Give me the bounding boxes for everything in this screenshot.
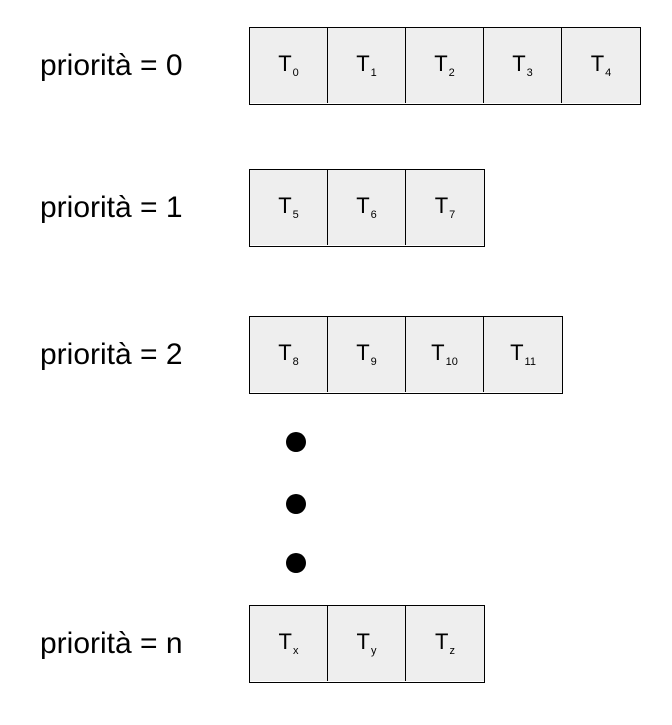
task-cell: T5 — [250, 170, 328, 245]
task-label: T4 — [590, 50, 612, 79]
task-cell: Ty — [328, 606, 406, 681]
task-cell: Tz — [406, 606, 484, 681]
task-label: T1 — [356, 50, 377, 79]
task-label: T10 — [431, 339, 458, 368]
task-label: T7 — [434, 192, 456, 221]
task-cell: T11 — [484, 317, 562, 392]
task-queue: T8 T9 T10 T11 — [249, 316, 563, 394]
task-cell: Tx — [250, 606, 328, 681]
task-cell: T9 — [328, 317, 406, 392]
task-queue: T5 T6 T7 — [249, 169, 485, 247]
task-label: Ty — [356, 628, 377, 657]
task-label: T6 — [356, 192, 377, 221]
task-cell: T10 — [406, 317, 484, 392]
ellipsis-dot — [286, 553, 306, 573]
task-cell: T2 — [406, 28, 484, 103]
task-cell: T6 — [328, 170, 406, 245]
task-label: T3 — [512, 50, 533, 79]
task-cell: T4 — [562, 28, 640, 103]
priority-label: priorità = n — [40, 627, 183, 660]
task-label: T8 — [278, 339, 299, 368]
task-label: T9 — [356, 339, 377, 368]
task-label: Tz — [435, 628, 455, 657]
task-label: T2 — [434, 50, 455, 79]
task-cell: T0 — [250, 28, 328, 103]
priority-label: priorità = 0 — [40, 49, 183, 82]
task-label: Tx — [278, 628, 299, 657]
ellipsis-dot — [286, 432, 306, 452]
priority-label: priorità = 1 — [40, 191, 183, 224]
task-cell: T1 — [328, 28, 406, 103]
task-cell: T8 — [250, 317, 328, 392]
task-cell: T7 — [406, 170, 484, 245]
task-queue: T0 T1 T2 T3 T4 — [249, 27, 641, 105]
ellipsis-dot — [286, 494, 306, 514]
task-cell: T3 — [484, 28, 562, 103]
priority-label: priorità = 2 — [40, 338, 183, 371]
task-label: T11 — [510, 339, 536, 368]
task-label: T0 — [278, 50, 299, 79]
task-queue: Tx Ty Tz — [249, 605, 485, 683]
task-label: T5 — [278, 192, 299, 221]
